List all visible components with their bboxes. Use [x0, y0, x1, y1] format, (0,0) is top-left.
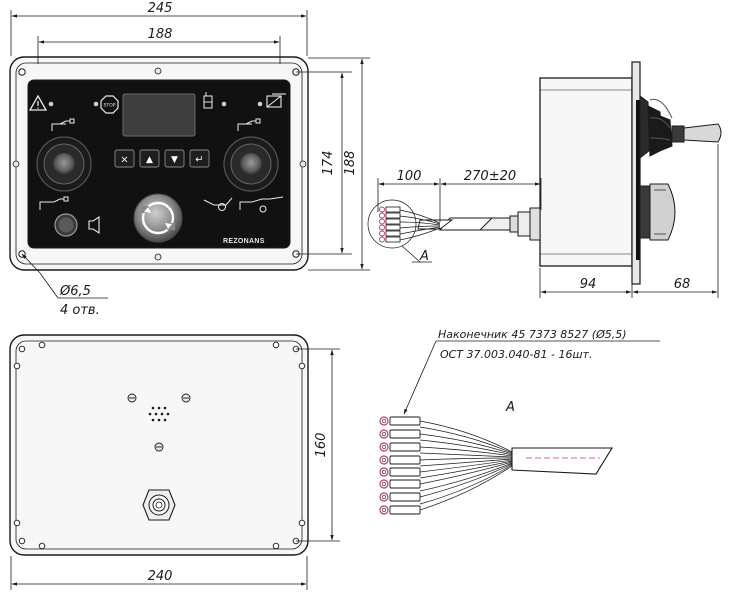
detail-note-line1: Наконечник 45 7373 8527 (Ø5,5)	[438, 328, 627, 341]
right-joystick[interactable]	[223, 136, 279, 192]
key-up-label: ▲	[146, 155, 153, 165]
emergency-stop-button[interactable]	[133, 193, 183, 243]
side-housing	[539, 77, 633, 267]
key-enter-button[interactable]: ↵	[189, 149, 210, 168]
dim-front-height-outer: 188	[343, 151, 358, 176]
dim-hole-count: 4 отв.	[60, 303, 100, 318]
rear-dimensions	[10, 348, 340, 590]
side-cable-gland	[509, 207, 541, 241]
detail-a-circle	[367, 199, 417, 249]
warning-led	[48, 101, 54, 107]
dim-side-knob-68: 68	[674, 277, 691, 292]
side-emergency-knob	[639, 183, 676, 241]
rear-view: 240 160	[9, 334, 340, 590]
boom-left-icon	[51, 118, 75, 131]
mode-icon	[266, 93, 286, 108]
detail-lugs	[379, 416, 421, 515]
stop-led	[93, 101, 99, 107]
side-dimensions	[377, 144, 719, 298]
stop-sign-icon: STOP	[100, 95, 119, 114]
key-down-button[interactable]: ▼	[164, 149, 185, 168]
detail-a: Наконечник 45 7373 8527 (Ø5,5) ОСТ 37.00…	[379, 328, 660, 515]
key-enter-label: ↵	[195, 155, 203, 166]
rear-housing-inner	[15, 340, 303, 550]
rear-speaker-grille	[148, 406, 170, 422]
dim-front-width-outer: 245	[148, 1, 173, 16]
brand-label: REZONANS	[223, 238, 265, 245]
side-joystick-boot	[639, 95, 722, 160]
dim-hole-diameter: Ø6,5	[59, 284, 91, 299]
key-up-button[interactable]: ▲	[139, 149, 160, 168]
dim-front-height-holes: 174	[321, 151, 336, 176]
detail-wires	[419, 420, 513, 511]
hook-left-icon	[39, 196, 69, 210]
crane-icon	[203, 92, 213, 109]
boom-right-icon	[237, 118, 261, 131]
detail-a-label: A	[505, 400, 515, 415]
dim-side-depth-94: 94	[580, 277, 597, 292]
crane-led	[221, 101, 227, 107]
key-cancel-label: ×	[120, 155, 128, 166]
key-cancel-button[interactable]: ×	[114, 149, 135, 168]
horn-button[interactable]	[54, 213, 78, 237]
winch-icon	[203, 197, 233, 211]
stop-label: STOP	[103, 103, 115, 109]
detail-note-line2: ОСТ 37.003.040-81 - 16шт.	[440, 348, 592, 361]
left-joystick[interactable]	[36, 136, 92, 192]
side-panel-edge	[636, 100, 640, 260]
dim-front-width-holes: 188	[148, 27, 173, 42]
side-detail-label: A	[419, 249, 429, 264]
side-view: A 100 270±20 94 68	[367, 61, 722, 298]
front-dimensions	[10, 10, 370, 299]
mode-led	[257, 101, 263, 107]
side-cable	[367, 199, 511, 263]
boom-lower-icon	[239, 196, 284, 213]
dim-cable-270: 270±20	[464, 169, 516, 184]
horn-icon	[88, 215, 100, 235]
key-down-label: ▼	[171, 155, 178, 165]
rear-cable-gland	[142, 489, 176, 521]
panel-screws	[12, 67, 307, 261]
keypad: × ▲ ▼ ↵	[114, 149, 210, 168]
rear-screws	[127, 393, 191, 452]
dim-rear-width: 240	[148, 569, 173, 584]
lcd-display	[122, 93, 196, 137]
warning-icon	[28, 94, 48, 111]
dim-cable-100: 100	[397, 169, 422, 184]
front-view: STOP	[9, 1, 370, 318]
dim-rear-height: 160	[314, 433, 329, 458]
